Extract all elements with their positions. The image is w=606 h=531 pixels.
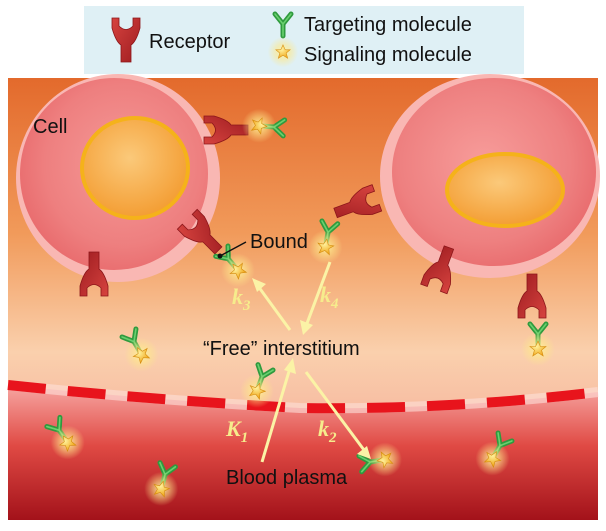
legend-box [84, 6, 524, 74]
right-cell-nucleus [445, 152, 565, 228]
rate-k4: k4 [320, 282, 339, 312]
left-cell-nucleus [80, 116, 190, 220]
right-cell [380, 74, 600, 278]
legend: Receptor Targeting molecule Signaling mo… [84, 6, 524, 74]
legend-receptor-label: Receptor [149, 31, 230, 53]
arrow-K1 [260, 367, 292, 463]
bound-pointer [219, 241, 247, 257]
legend-targeting-label: Targeting molecule [304, 14, 472, 36]
free-interstitium-label: “Free” interstitium [203, 338, 360, 360]
legend-signaling-label: Signaling molecule [304, 44, 472, 66]
arrow-k3 [256, 285, 292, 331]
left-cell [16, 74, 220, 282]
rate-K1: K1 [225, 416, 248, 446]
exchange-arrows [256, 261, 366, 463]
blood-plasma-label: Blood plasma [226, 467, 348, 489]
vessel-wall [7, 380, 599, 414]
bound-label: Bound [250, 231, 308, 253]
legend-signaling-icon [267, 36, 299, 68]
arrow-heads [252, 278, 371, 459]
arrow-k2 [304, 371, 366, 451]
cell-label: Cell [33, 116, 67, 138]
rate-k2: k2 [318, 416, 337, 446]
rate-k3: k3 [232, 284, 251, 314]
arrow-k4 [304, 261, 332, 327]
